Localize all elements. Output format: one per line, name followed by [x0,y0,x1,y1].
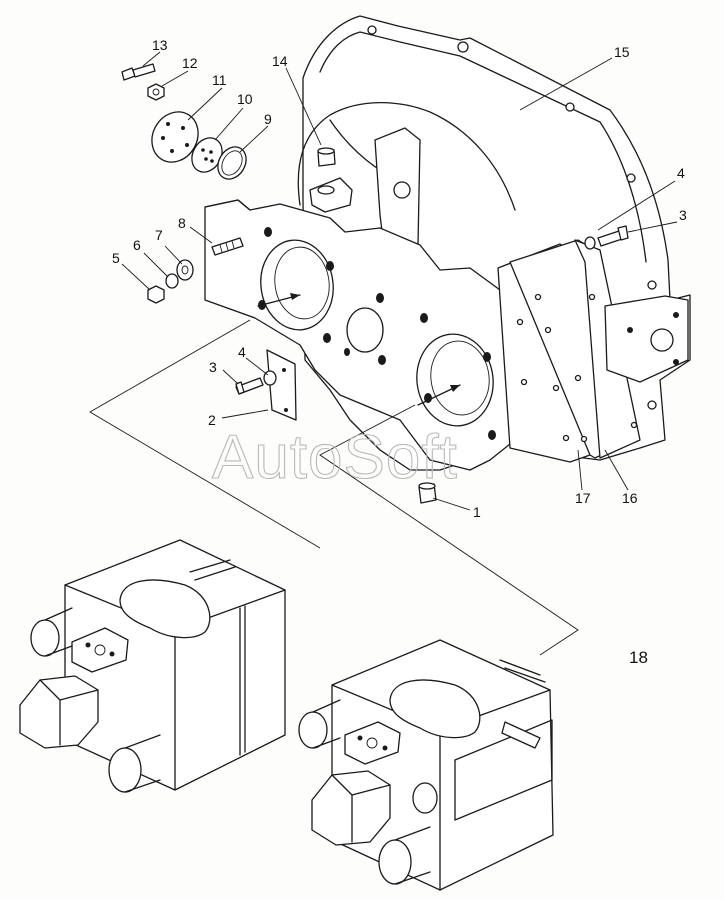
bracket-2 [266,349,297,421]
nut-12 [147,83,165,101]
callout-17: 17 [575,490,591,506]
stud-8 [211,237,244,256]
callout-2: 2 [208,412,216,428]
washer-7 [176,259,194,281]
bolt-3-lower [235,377,264,395]
washer-4-upper [584,236,596,250]
bolt-13 [121,63,156,81]
assembly-leaders [89,319,579,656]
callout-13: 13 [152,37,168,53]
callout-8: 8 [178,215,186,231]
side-covers-16-17 [497,239,689,463]
front-housing-plate [204,199,529,471]
callout-12: 12 [182,55,198,71]
callout-11: 11 [212,72,227,88]
callout-7: 7 [155,227,163,243]
o-ring-9 [217,146,247,180]
callout-1: 1 [473,504,481,520]
pump-18-left [19,539,286,793]
bolt-3-upper [597,225,629,247]
plug-1 [418,482,437,504]
callout-15: 15 [614,44,630,60]
flange-plate-11 [151,111,199,163]
callout-10: 10 [237,91,253,107]
callout-3-upper: 3 [679,207,687,223]
callout-18: 18 [629,648,648,667]
callout-4-upper: 4 [677,165,685,181]
callout-4-lower: 4 [238,344,246,360]
watermark: AutoSoft [212,423,458,492]
callout-16: 16 [622,490,638,506]
lock-washer-6 [165,273,179,289]
callout-9: 9 [264,111,272,127]
callout-6: 6 [133,237,141,253]
callout-14: 14 [272,53,288,69]
callout-3-lower: 3 [209,359,217,375]
callouts: 13 12 11 10 9 14 15 4 3 8 7 6 5 4 3 2 1 … [112,37,687,667]
nut-5 [147,285,165,304]
callout-5: 5 [112,250,120,266]
callout-leaders [121,51,678,511]
pump-18-right [298,639,554,891]
